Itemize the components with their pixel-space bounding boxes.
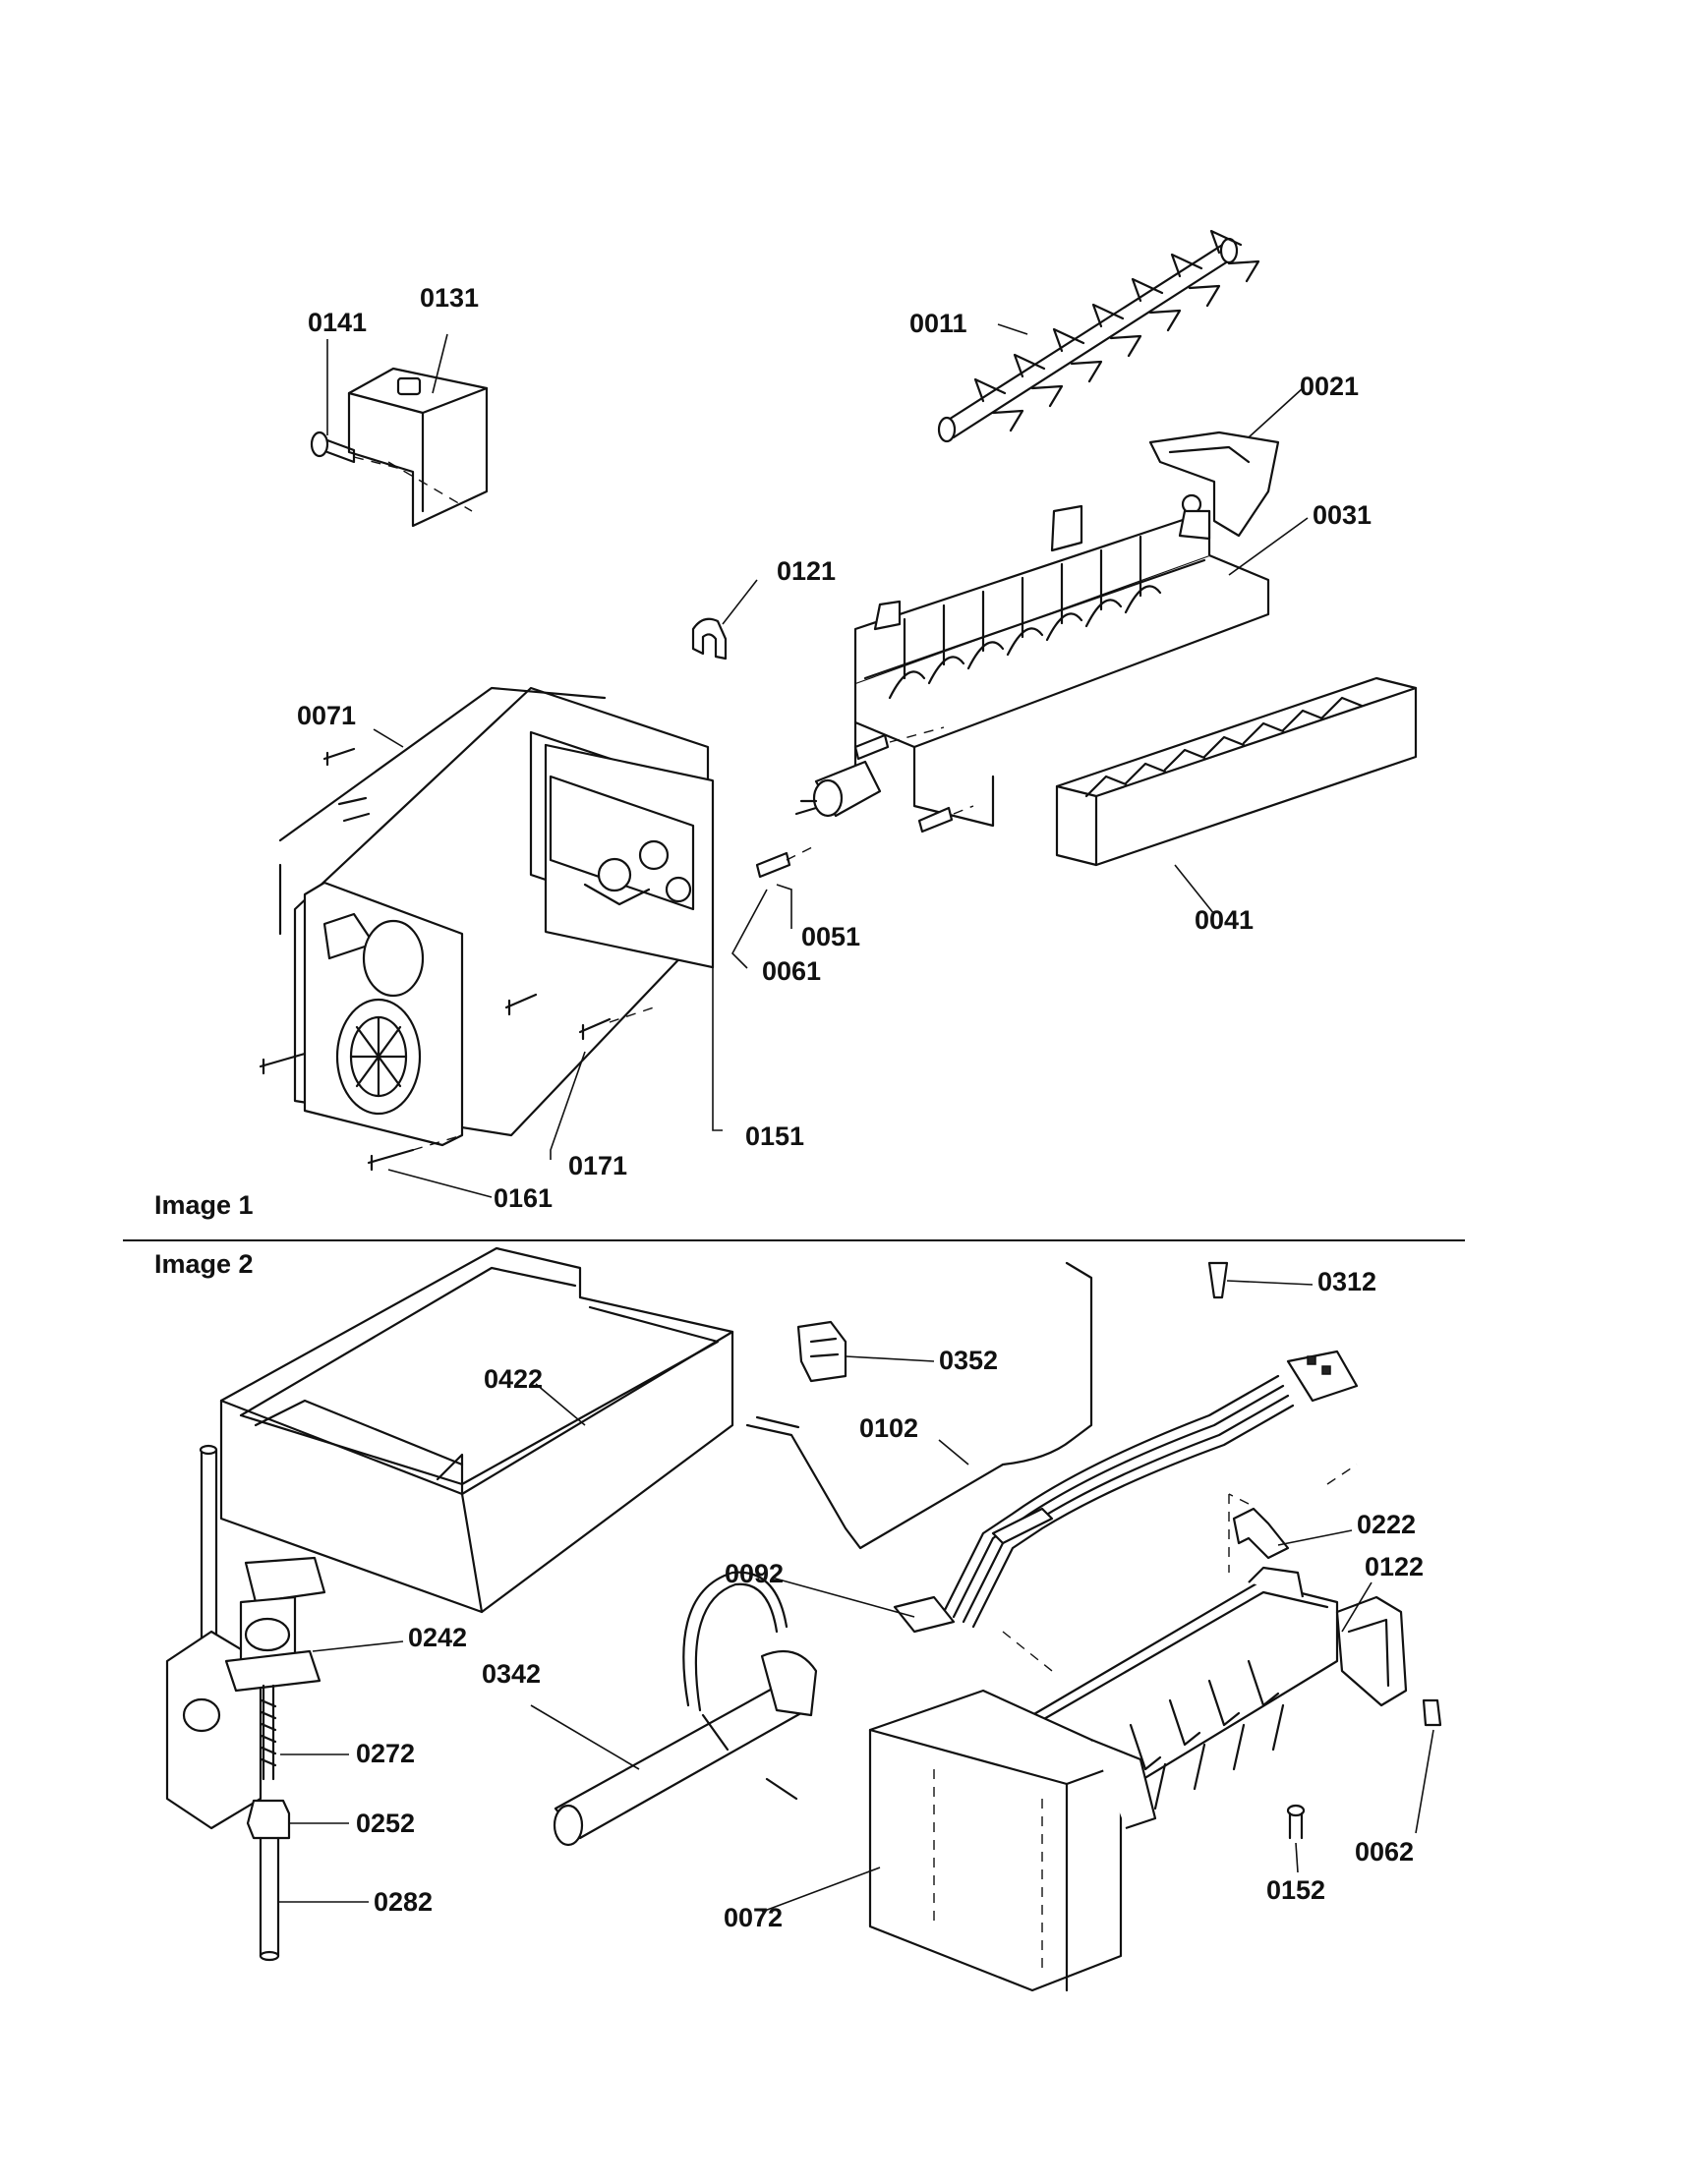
callout-0352: 0352 — [939, 1346, 998, 1375]
callout-0122: 0122 — [1365, 1552, 1424, 1581]
callout-0072: 0072 — [724, 1903, 783, 1932]
bearing-drawing — [1148, 431, 1280, 538]
section-label-image1: Image 1 — [154, 1190, 254, 1220]
callout-0282: 0282 — [374, 1887, 433, 1917]
wire-harness-drawing — [745, 1261, 1093, 1550]
cover-drawing — [347, 367, 489, 528]
callout-0011: 0011 — [909, 309, 967, 338]
bracket-clip-drawing — [1228, 1464, 1358, 1560]
mounting-screws-drawing — [259, 747, 655, 1172]
image1-leader-lines — [326, 323, 1309, 1198]
connector-harness-drawing — [893, 1350, 1359, 1634]
valve-spring-nut-tube-drawing — [246, 1684, 291, 1962]
image2-section: Image 2 — [154, 1246, 1442, 1992]
callout-0422: 0422 — [484, 1364, 543, 1394]
callout-0141: 0141 — [308, 308, 367, 337]
heater-connector-drawing — [755, 726, 974, 879]
image1-callouts: 0011 0021 0031 0041 0051 0061 0071 0121 … — [297, 283, 1372, 1213]
callout-0151: 0151 — [745, 1121, 804, 1151]
fill-tube-drawing — [553, 1571, 818, 1847]
water-valve-drawing — [165, 1444, 326, 1830]
callout-0242: 0242 — [408, 1623, 467, 1652]
wire-clip-drawing — [796, 1320, 847, 1383]
callout-0041: 0041 — [1195, 905, 1254, 935]
callout-0021: 0021 — [1300, 372, 1359, 401]
assembly-screw-drawing — [1286, 1804, 1306, 1840]
callout-0342: 0342 — [482, 1659, 541, 1689]
mold-drawing — [853, 504, 1270, 828]
callout-0131: 0131 — [420, 283, 479, 313]
callout-0062: 0062 — [1355, 1837, 1414, 1867]
callout-0152: 0152 — [1266, 1875, 1325, 1905]
image2-callouts: 0422 0352 0102 0312 0222 0092 0122 0242 … — [356, 1267, 1424, 1932]
motor-housing-drawing — [278, 686, 715, 1147]
stripper-drawing — [1055, 676, 1418, 867]
image1-section: 0011 0021 0031 0041 0051 0061 0071 0121 … — [154, 229, 1418, 1220]
callout-0092: 0092 — [725, 1559, 784, 1588]
callout-0161: 0161 — [494, 1183, 553, 1213]
callout-0312: 0312 — [1317, 1267, 1376, 1296]
callout-0061: 0061 — [762, 956, 821, 986]
clip-drawing — [691, 617, 728, 661]
callout-0171: 0171 — [568, 1151, 627, 1180]
callout-0121: 0121 — [777, 556, 836, 586]
callout-0252: 0252 — [356, 1809, 415, 1838]
screw-drawing — [310, 431, 414, 473]
ice-maker-assembly-drawing — [1002, 1494, 1408, 1810]
plug-drawing — [1422, 1698, 1442, 1727]
motor-cover-drawing — [868, 1689, 1157, 1992]
image2-leader-lines — [278, 1280, 1434, 1913]
callout-0051: 0051 — [801, 922, 860, 951]
callout-0031: 0031 — [1313, 500, 1372, 530]
callout-0222: 0222 — [1357, 1510, 1416, 1539]
thermostat-drawing — [794, 760, 882, 818]
callout-0102: 0102 — [859, 1413, 918, 1443]
callout-0071: 0071 — [297, 701, 356, 730]
section-label-image2: Image 2 — [154, 1249, 254, 1279]
ice-bucket-drawing — [219, 1246, 734, 1614]
ejector-shaft-drawing — [937, 229, 1260, 443]
callout-0272: 0272 — [356, 1739, 415, 1768]
small-screw-drawing — [1207, 1261, 1229, 1299]
